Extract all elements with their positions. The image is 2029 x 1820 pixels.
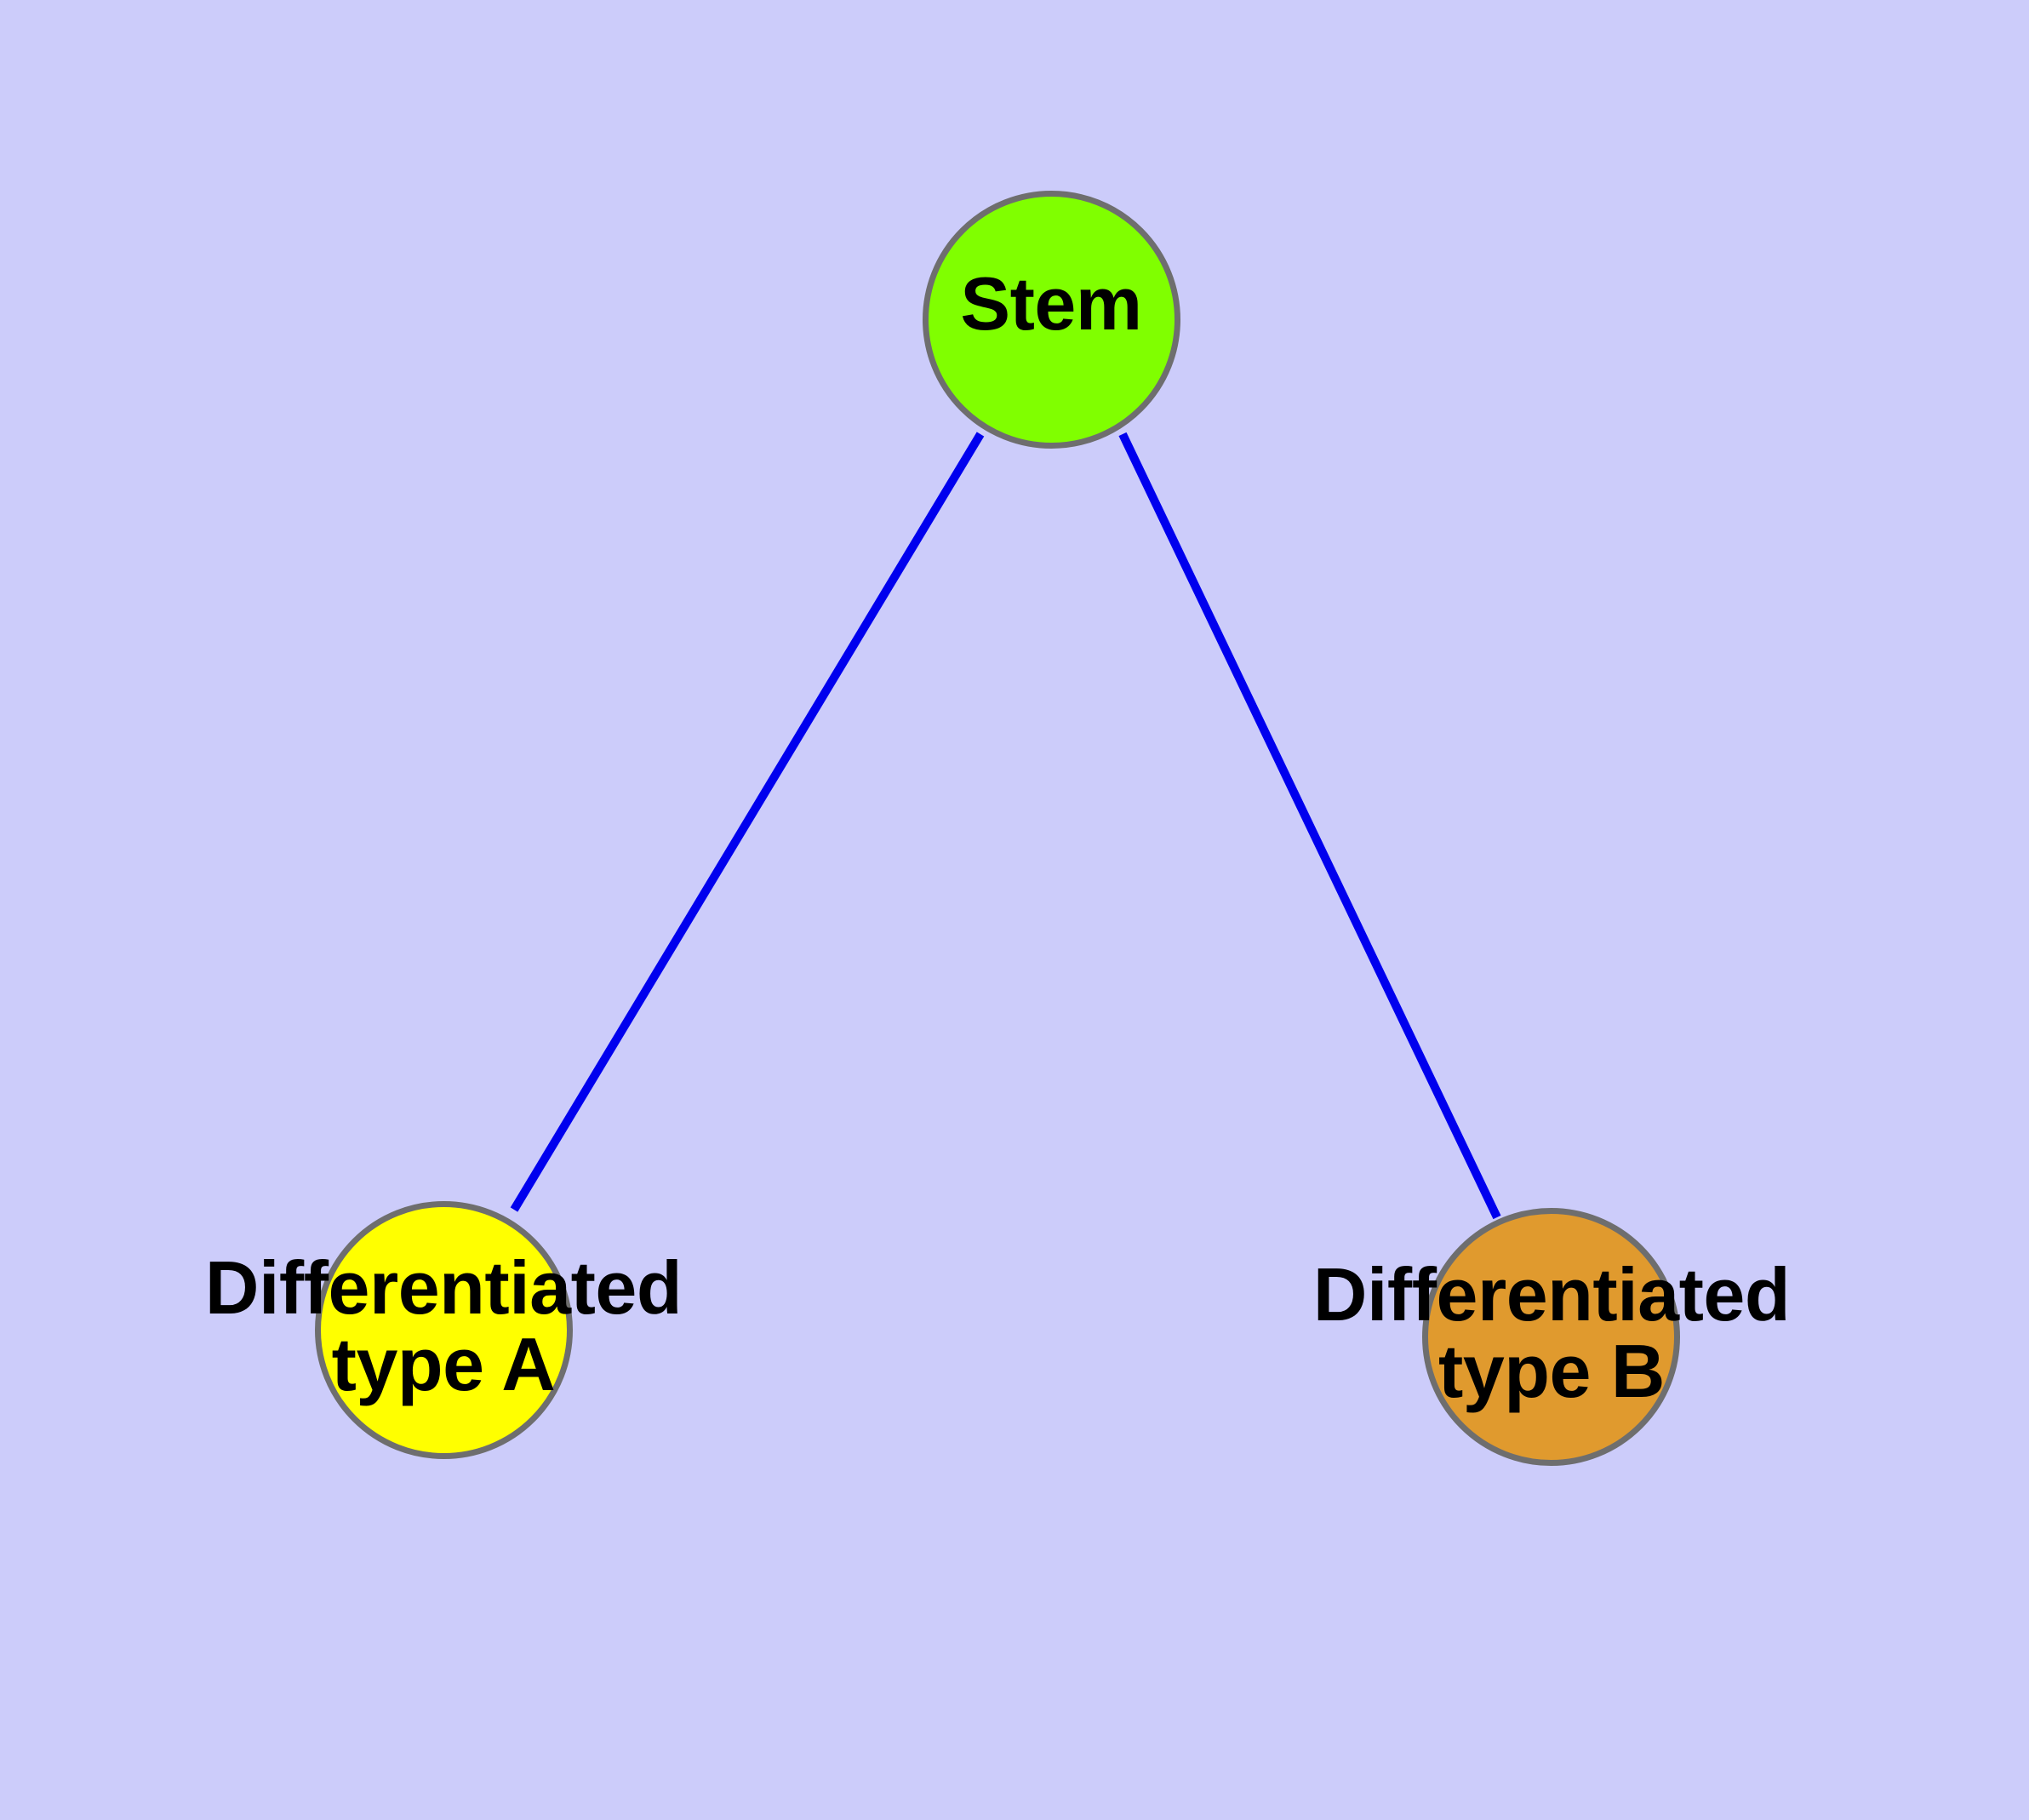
edge-stem-to-differentiated-type-b[interactable] — [1118, 432, 1501, 1220]
edge-stem-to-differentiated-type-a[interactable] — [510, 432, 985, 1212]
node-stem[interactable] — [923, 191, 1180, 449]
node-differentiated-type-a[interactable] — [315, 1201, 573, 1459]
node-differentiated-type-b[interactable] — [1422, 1208, 1680, 1466]
